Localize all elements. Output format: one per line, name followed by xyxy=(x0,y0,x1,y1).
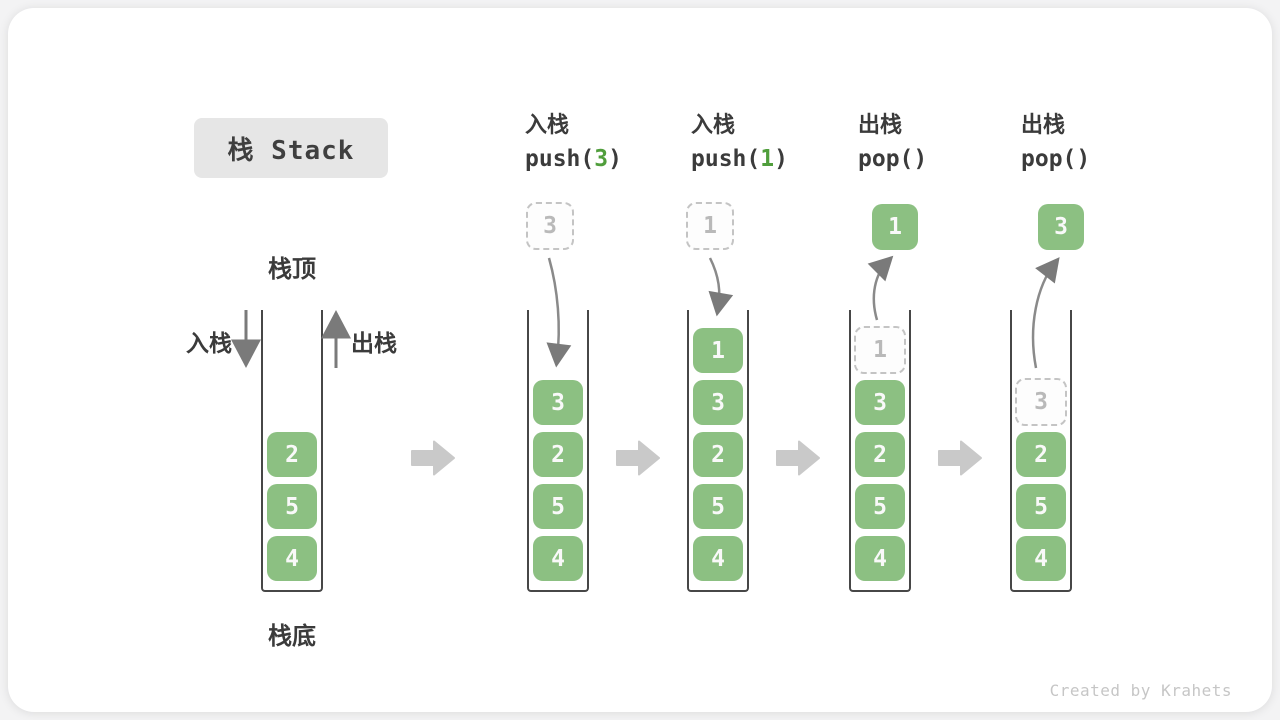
operation-code: push(3) xyxy=(525,146,622,172)
ghost-cell: 3 xyxy=(1015,378,1067,426)
step-arrow-icon xyxy=(776,440,820,476)
stack-cell: 3 xyxy=(533,380,583,425)
stack-well-3 xyxy=(687,310,749,592)
stack-cell: 5 xyxy=(693,484,743,529)
push-curve-arrow-icon xyxy=(708,257,734,317)
stack-cell: 4 xyxy=(267,536,317,581)
step-arrow-icon xyxy=(938,440,982,476)
operation-label: 入栈 xyxy=(691,112,736,137)
ghost-cell: 1 xyxy=(854,326,906,374)
stack-cell: 5 xyxy=(533,484,583,529)
push-side-label: 入栈 xyxy=(186,330,232,356)
stack-top-label: 栈顶 xyxy=(268,256,316,283)
incoming-value-box: 1 xyxy=(686,202,734,250)
stack-cell: 4 xyxy=(693,536,743,581)
stack-cell: 4 xyxy=(533,536,583,581)
stack-cell: 2 xyxy=(533,432,583,477)
diagram-title: 栈 Stack xyxy=(194,118,388,178)
stack-cell: 5 xyxy=(1016,484,1066,529)
stack-cell: 3 xyxy=(693,380,743,425)
operation-pop-2: 出栈 pop() xyxy=(1021,112,1171,173)
stack-well-1 xyxy=(261,310,323,592)
operation-push-1: 入栈 push(1) xyxy=(691,112,841,173)
operation-push-3: 入栈 push(3) xyxy=(525,112,675,173)
operation-label: 出栈 xyxy=(1021,112,1066,137)
operation-code: pop() xyxy=(858,146,928,172)
stack-cell: 2 xyxy=(1016,432,1066,477)
operation-code: push(1) xyxy=(691,146,788,172)
stack-cell: 2 xyxy=(855,432,905,477)
stack-cell: 3 xyxy=(855,380,905,425)
operation-label: 出栈 xyxy=(858,112,903,137)
push-arg-value: 3 xyxy=(594,146,609,172)
popped-value-box: 1 xyxy=(872,204,918,250)
operation-pop-1: 出栈 pop() xyxy=(858,112,1008,173)
stack-cell: 5 xyxy=(855,484,905,529)
stack-well-4 xyxy=(849,310,911,592)
operation-label: 入栈 xyxy=(525,112,570,137)
stack-cell: 2 xyxy=(693,432,743,477)
step-arrow-icon xyxy=(411,440,455,476)
stack-well-5 xyxy=(1010,310,1072,592)
pop-side-label: 出栈 xyxy=(351,330,397,356)
diagram-card: 栈 Stack 栈顶 栈底 入栈 出栈 入栈 push(3) 入栈 push(1… xyxy=(8,8,1272,712)
stack-cell: 2 xyxy=(267,432,317,477)
operation-code: pop() xyxy=(1021,146,1091,172)
push-arg-value: 1 xyxy=(760,146,775,172)
stack-bottom-label: 栈底 xyxy=(268,623,316,650)
step-arrow-icon xyxy=(616,440,660,476)
stack-well-2 xyxy=(527,310,589,592)
watermark: Created by Krahets xyxy=(1049,681,1232,700)
stack-cell: 4 xyxy=(1016,536,1066,581)
stack-cell: 5 xyxy=(267,484,317,529)
stack-cell: 4 xyxy=(855,536,905,581)
stack-cell: 1 xyxy=(693,328,743,373)
incoming-value-box: 3 xyxy=(526,202,574,250)
popped-value-box: 3 xyxy=(1038,204,1084,250)
